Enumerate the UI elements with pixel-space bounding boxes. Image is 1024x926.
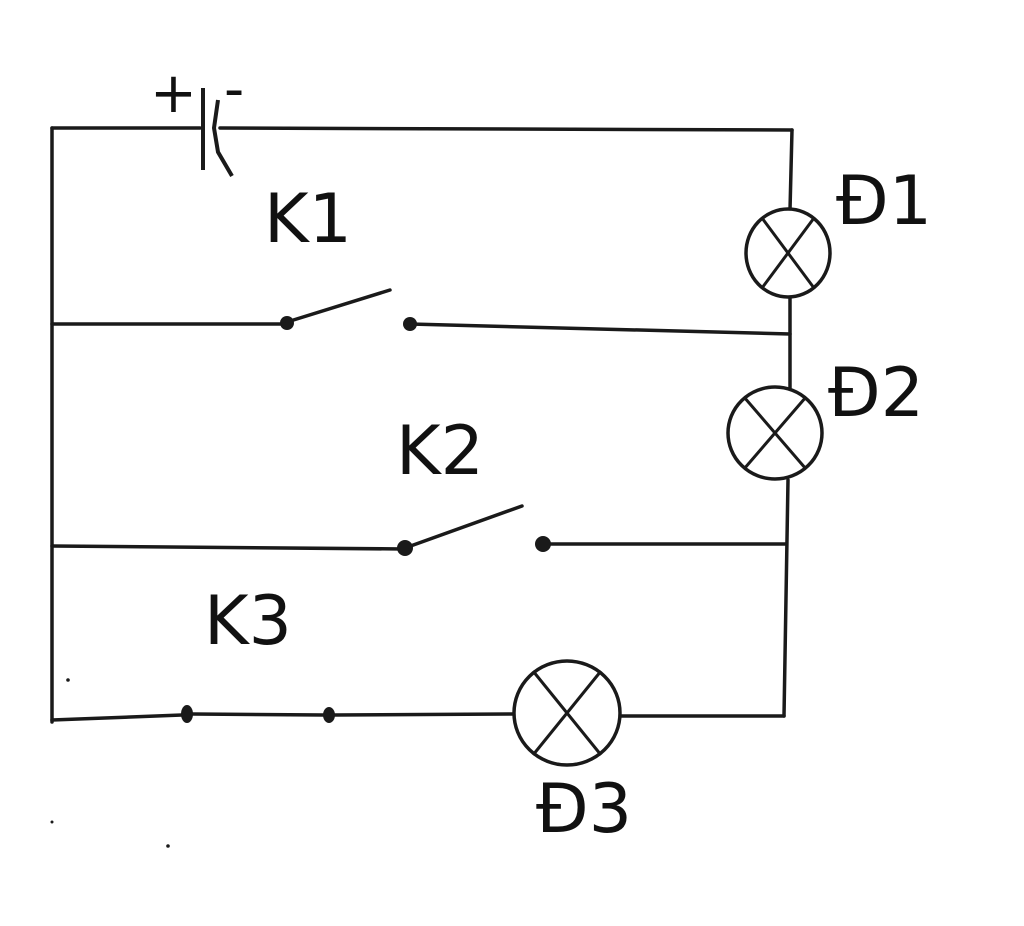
lamp-d1-label: Đ1	[836, 162, 932, 241]
lamp-d3: Đ3	[512, 659, 632, 849]
k1-blade	[285, 288, 392, 324]
k3-terminal-right	[323, 707, 335, 723]
lamp-d2-label: Đ2	[828, 354, 924, 433]
top-wire	[50, 126, 794, 132]
battery-plus-label: +	[150, 61, 197, 126]
lamp-d3-label: Đ3	[536, 770, 632, 849]
k1-label: K1	[264, 180, 352, 259]
lamp-d2: Đ2	[726, 354, 924, 481]
battery-minus-label: -	[224, 57, 244, 122]
stray-marks	[50, 678, 170, 848]
k2-blade	[403, 504, 524, 550]
branch-k2: K2	[50, 412, 788, 556]
right-rail	[782, 128, 794, 718]
battery-negative-plate	[211, 99, 234, 178]
battery: + -	[150, 57, 244, 178]
k3-terminal-left	[181, 705, 193, 723]
k2-label: K2	[396, 412, 484, 491]
lamp-d1: Đ1	[744, 162, 932, 299]
k3-label: K3	[204, 582, 292, 661]
branch-k3: K3	[50, 582, 786, 723]
branch-k1: K1	[50, 180, 792, 336]
